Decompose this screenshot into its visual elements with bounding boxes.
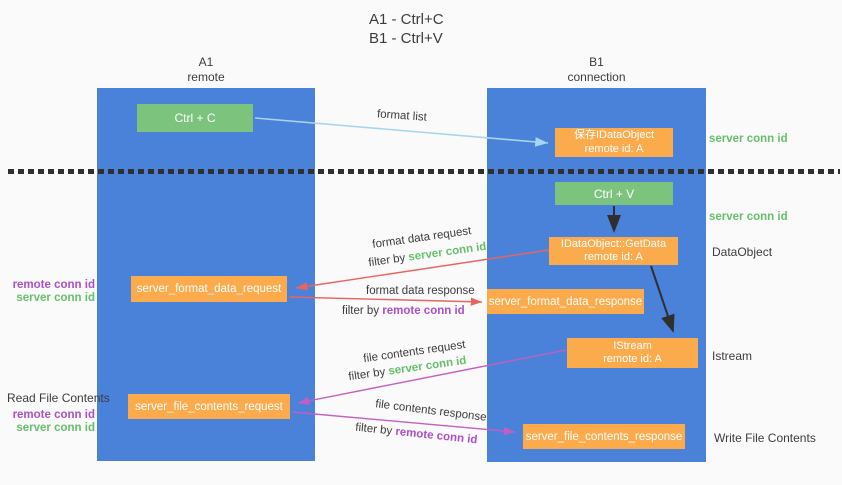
title-line-1: A1 - Ctrl+C [369,11,444,28]
node-istream-line1: IStream [613,339,652,352]
node-server-file-contents-request-label: server_file_contents_request [135,400,283,413]
node-server-file-contents-response-label: server_file_contents_response [525,430,683,443]
node-save-idataobject-line1: 保存IDataObject [573,129,655,141]
label-left-mid-server-conn-id: server conn id [16,292,95,304]
label-dataobject: DataObject [712,245,773,259]
column-a1-id: A1 [198,55,214,69]
node-save-idataobject: 保存IDataObject remote id: A [555,128,673,157]
node-idataobject-getdata: IDataObject::GetData remote id: A [549,237,678,265]
node-server-format-data-request-label: server_format_data_request [136,283,282,295]
title-line-2: B1 - Ctrl+V [369,30,443,47]
node-idataobject-getdata-line2: remote id: A [584,251,643,263]
label-server-conn-id-top: server conn id [709,133,788,145]
flow-label-format-data-response: format data response [366,285,475,297]
label-group-left-mid: remote conn id server conn id [0,279,95,305]
label-left-mid-remote-conn-id: remote conn id [12,279,95,291]
label-istream: Istream [712,349,753,363]
node-ctrl-c-label: Ctrl + C [174,111,216,125]
label-read-file-contents: Read File Contents [7,391,110,405]
diagram-title: A1 - Ctrl+C B1 - Ctrl+V [369,10,444,48]
filter-remote-conn-id: remote conn id [394,425,478,447]
node-server-format-data-response: server_format_data_response [487,289,644,314]
column-b1-name: connection [567,70,626,84]
filter-by-text: filter by [367,251,410,270]
node-save-idataobject-line2: remote id: A [584,142,644,155]
label-write-file-contents: Write File Contents [714,431,816,445]
flow-label-format-list: format list [376,108,428,124]
divider-dashed-line [8,169,840,174]
filter-by-text: filter by [347,365,390,384]
flow-label-file-contents-response-filter: filter by remote conn id [355,422,478,447]
column-a1-name: remote [187,70,225,84]
column-header-a1: A1 remote [97,55,315,85]
label-left-bottom-remote-conn-id: remote conn id [12,409,95,421]
column-b1-id: B1 [589,55,604,69]
node-ctrl-v: Ctrl + V [555,182,673,205]
label-group-left-bottom: remote conn id server conn id [0,409,95,435]
flow-label-format-data-response-filter: filter by remote conn id [342,305,465,317]
node-server-file-contents-request: server_file_contents_request [128,394,290,419]
filter-remote-conn-id: remote conn id [382,305,465,317]
node-ctrl-v-label: Ctrl + V [593,186,635,201]
label-left-bottom-server-conn-id: server conn id [16,422,95,434]
column-header-b1: B1 connection [487,55,706,85]
node-server-format-data-response-label: server_format_data_response [488,295,643,308]
node-ctrl-c: Ctrl + C [137,104,253,132]
node-server-format-data-request: server_format_data_request [131,276,287,302]
node-server-file-contents-response: server_file_contents_response [523,424,685,449]
format-data-response-arrow [288,296,483,306]
node-istream-line2: remote id: A [603,353,662,365]
flow-label-file-contents-response: file contents response [374,398,488,424]
filter-by-text: filter by [342,305,383,317]
label-server-conn-id-mid: server conn id [709,211,788,223]
filter-by-text: filter by [354,421,397,438]
node-idataobject-getdata-line1: IDataObject::GetData [560,237,667,250]
node-istream: IStream remote id: A [567,338,698,368]
